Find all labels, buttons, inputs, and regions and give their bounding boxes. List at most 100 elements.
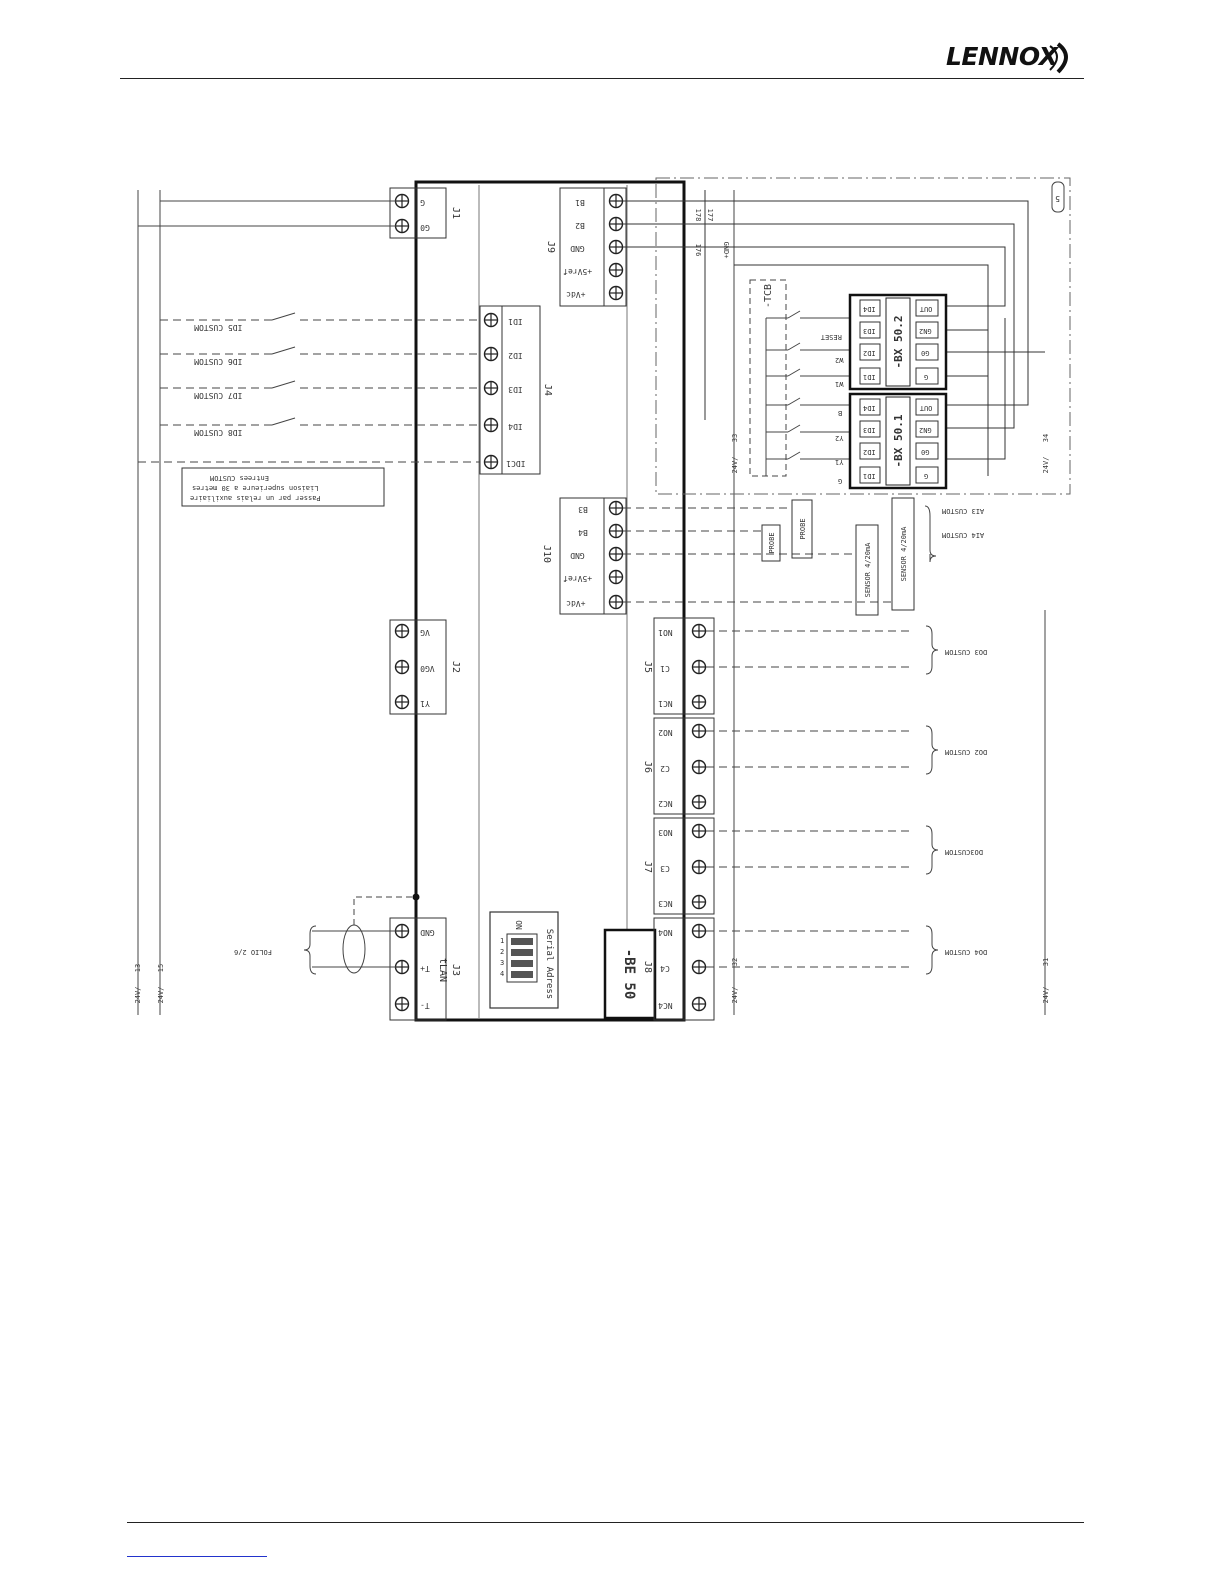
pin-label: +5Vref (563, 267, 592, 276)
pin-label: +Vdc (566, 599, 585, 608)
bx-50-2-module: -BX 50.2 ID4 ID3 ID2 ID1 OUT GN2 G0 G (848, 293, 948, 391)
id-custom-label: ID6 CUSTOM (194, 357, 242, 366)
probe-1: PROBE (761, 524, 781, 562)
wire-number: 176 (694, 244, 702, 257)
bx-pin: OUT (919, 305, 932, 313)
probe-label: PROBE (768, 532, 776, 553)
connector-name: J2 (450, 661, 461, 673)
id-custom-label: ID5 CUSTOM (194, 323, 242, 332)
connector-name: J6 (642, 761, 653, 773)
bx-pin: ID4 (863, 305, 876, 313)
tcb-terminal: G (838, 477, 842, 485)
probe-label: PROBE (799, 518, 807, 539)
connector-j6: NO2 C2 NC2 J6 (642, 717, 715, 815)
pin-label: +Vdc (566, 290, 585, 299)
pin-label: C1 (660, 664, 670, 673)
sensor-2: SENSOR 4/20mA (891, 497, 915, 611)
pin-label: G0 (420, 223, 430, 232)
bx-pin: GN2 (919, 426, 932, 434)
dip-switch-label: Serial Adress (544, 929, 554, 999)
relay-outputs (706, 630, 910, 968)
dip-number: 1 (500, 937, 504, 945)
tcb-terminal: RESET (820, 333, 842, 341)
connector-name: J9 (545, 241, 556, 253)
v24-num: 31 (1042, 958, 1050, 966)
dip-switch-title: ON (514, 920, 523, 930)
bx-pin: OUT (919, 404, 932, 412)
pin-label: NO3 (658, 828, 673, 837)
sensor-1: SENSOR 4/20mA (855, 524, 879, 616)
tcb-terminal: Y2 (835, 434, 843, 442)
connector-name: J10 (541, 545, 552, 563)
controller-label: -BE 50 (621, 949, 637, 1000)
marker-label: 5 (1055, 194, 1060, 203)
bx-pin: G (924, 472, 928, 480)
pin-label: B3 (578, 505, 588, 514)
footer-link-underline (127, 1556, 267, 1557)
tcb-terminal: W2 (835, 356, 843, 364)
v24-label: 24V/ (157, 987, 165, 1004)
v24-label: 24V/ (731, 987, 739, 1004)
bus-wires (623, 190, 1045, 476)
pin-label: NO2 (658, 728, 673, 737)
custom-inputs (138, 312, 480, 463)
relay-braces (925, 625, 939, 975)
pin-label: GND (420, 928, 435, 937)
connector-j4: ID1 ID2 ID3 ID4 IDC1 J4 (479, 305, 553, 475)
pin-label: T+ (420, 964, 430, 973)
bx-pin: G (924, 373, 928, 381)
pin-label: Y1 (420, 699, 430, 708)
bx-pin: ID2 (863, 349, 876, 357)
wire-number: 177 (706, 209, 714, 222)
dip-number: 2 (500, 948, 504, 956)
sensor-label: SENSOR 4/20mA (864, 542, 872, 598)
pin-label: ID3 (508, 385, 523, 394)
do-custom-label: DO2 CUSTOM (945, 748, 987, 756)
connector-name: J5 (642, 661, 653, 673)
pin-label: C3 (660, 864, 670, 873)
bx-pin: GN2 (919, 327, 932, 335)
v24-label: 24V/ (731, 457, 739, 474)
bx-pin: ID3 (863, 426, 876, 434)
pin-label: G (420, 198, 425, 207)
note-line: Passer par un relais auxiliaire (190, 494, 321, 502)
v24-label: 24V/ (134, 987, 142, 1004)
bx-50-1-module: -BX 50.1 ID4 ID3 ID2 ID1 OUT GN2 G0 G (848, 392, 948, 490)
v24-label: 24V/ (1042, 457, 1050, 474)
brand-name: LENNOX (946, 42, 1058, 71)
tcb-label: -TCB (763, 284, 774, 308)
wiring-diagram: -BE 50 Serial Adress ON 1 2 3 4 G G0 J1 (134, 177, 1071, 1022)
bx-pin: G0 (921, 448, 929, 456)
wire-number: 178 (694, 209, 702, 222)
tcb-thermostat: -TCB RESET W2 W1 B Y2 Y1 G (749, 279, 850, 485)
bx-pin: G0 (921, 349, 929, 357)
bx-pin: ID3 (863, 327, 876, 335)
tlan-wiring (303, 896, 416, 975)
pin-label: VG (420, 628, 430, 637)
pin-label: B4 (578, 528, 588, 537)
pin-label: ID4 (508, 422, 523, 431)
pin-label: +5Vref (563, 574, 592, 583)
connector-j5: NO1 C1 NC1 J5 (642, 617, 715, 715)
connector-name: J7 (642, 861, 653, 873)
id-custom-label: ID8 CUSTOM (194, 428, 242, 437)
enclosure-marker: 5 (1051, 181, 1065, 213)
gnd-label: GND+ (722, 242, 730, 259)
bx-pin: ID4 (863, 404, 876, 412)
connector-j8: NO4 C4 NC4 J8 (642, 917, 715, 1021)
lennox-logo: LENNOX (946, 38, 1080, 78)
v24-num: 34 (1042, 434, 1050, 442)
folio-label: FOLIO 2/6 (234, 948, 272, 956)
tcb-terminal: B (838, 409, 842, 417)
tcb-enclosure (655, 177, 1071, 495)
connector-j3: GND T+ T- tLAN J3 (389, 917, 461, 1021)
analog-wiring (623, 507, 894, 603)
connector-name: J8 (642, 961, 653, 973)
pin-label: NC4 (658, 1001, 673, 1010)
connector-name: J4 (542, 384, 553, 396)
do-custom-label: DO3 CUSTOM (945, 648, 987, 656)
pin-label: GND (570, 551, 585, 560)
connector-name: J1 (450, 207, 461, 219)
bx-pin: ID1 (863, 373, 876, 381)
connector-j2: VG VG0 Y1 J2 (389, 619, 461, 715)
